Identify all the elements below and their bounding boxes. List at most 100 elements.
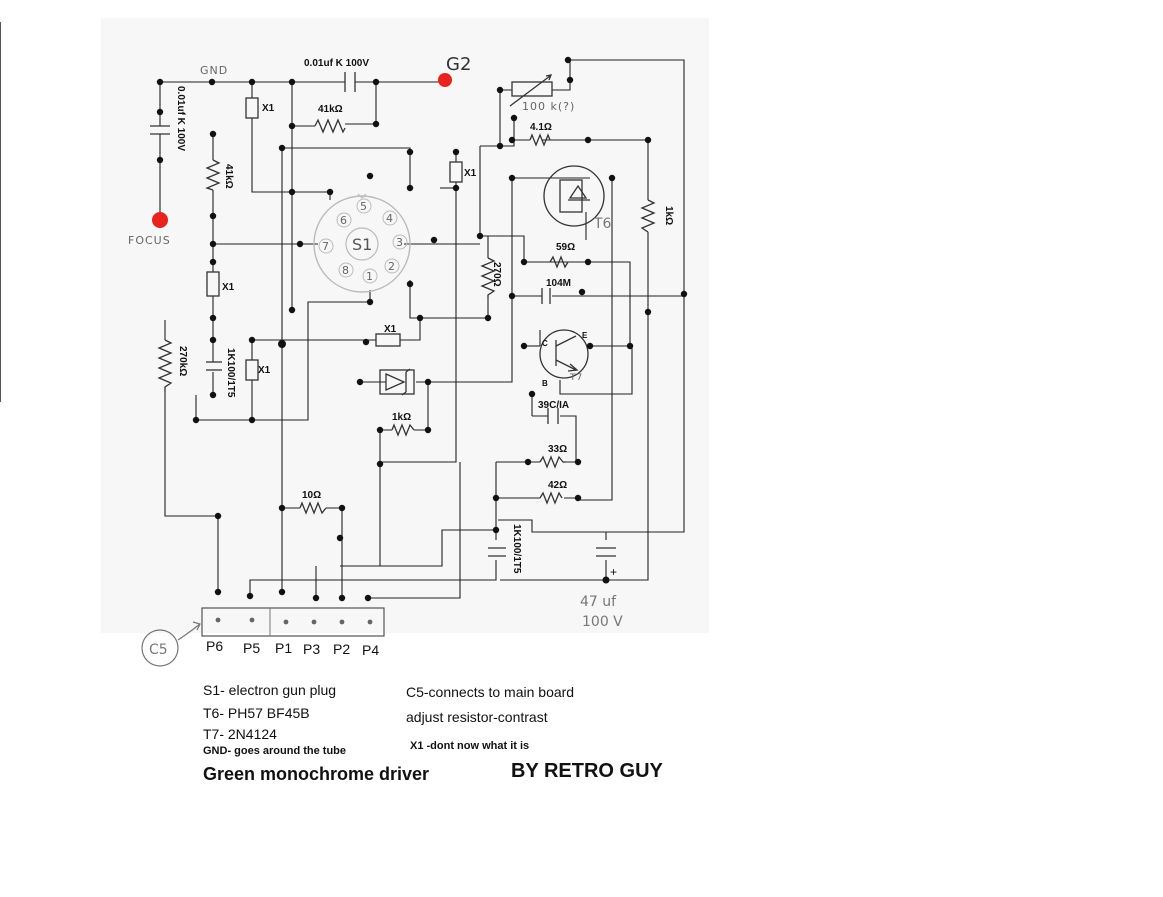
s1-label: S1: [352, 235, 372, 254]
r1k-mid-label: 1kΩ: [392, 412, 411, 423]
pin-p3: P3: [303, 641, 320, 657]
focus-marker: [152, 212, 168, 228]
wires: [159, 59, 685, 599]
cap-1k-left-label: 1K100/1T5: [225, 348, 236, 398]
pin-p2: P2: [333, 641, 350, 657]
connector-labels: P6 P5 P1 P3 P2 P4: [206, 638, 379, 658]
socket-pins: 5 4 3 2 1 8 7 6: [318, 198, 408, 284]
cap-47uf: [596, 547, 616, 557]
pin-p6: P6: [206, 638, 223, 654]
x1-label-top: X1: [262, 103, 275, 114]
c5-arrow-icon: [177, 621, 201, 641]
transistor-t7: [539, 329, 589, 379]
focus-label: FOCUS: [128, 234, 171, 247]
t7-e-label: E: [582, 331, 588, 340]
resistor-270: [480, 257, 496, 298]
socket-pin-2: 2: [388, 260, 396, 273]
resistor-270k: [157, 339, 173, 392]
cap-top-label: 0.01uf K 100V: [304, 58, 369, 69]
resistor-41k-top: [314, 118, 346, 134]
c5-label: C5: [149, 642, 168, 658]
r270k-label: 270kΩ: [177, 346, 188, 376]
x1-box-right: [449, 161, 463, 183]
x1-box-small: [245, 359, 259, 381]
r41-left-label: 41kΩ: [223, 164, 234, 189]
paper-sheet: [101, 18, 709, 633]
resistor-10: [299, 501, 327, 515]
socket-pin-5: 5: [360, 200, 368, 213]
x1-box-left: [206, 271, 220, 297]
resistor-1k-right: [640, 199, 656, 233]
x1-label-right: X1: [464, 168, 477, 179]
x1-box-top: [245, 97, 259, 119]
r42-label: 42Ω: [548, 480, 567, 491]
pin-p4: P4: [362, 642, 379, 658]
cap-47-plus: +: [610, 565, 617, 579]
cap-left-label: 0.01uf K 100V: [175, 86, 186, 151]
g2-marker: [438, 73, 452, 87]
cap-47-label: 47 uf: [580, 594, 617, 610]
resistor-59: [549, 255, 569, 269]
t7-label: T7: [569, 373, 583, 383]
x1-label-small: X1: [258, 365, 271, 376]
r10-label: 10Ω: [302, 490, 321, 501]
cap-39c: [547, 408, 559, 424]
t7-c-label: C: [542, 339, 548, 348]
socket-pin-7: 7: [322, 240, 330, 253]
cap-left: [150, 125, 170, 135]
connector-c5: [201, 607, 385, 637]
note-s1: S1- electron gun plug: [203, 682, 337, 698]
connector-holes: [215, 617, 373, 625]
c39-label: 39C/IA: [538, 400, 569, 411]
note-t7: T7- 2N4124: [203, 726, 277, 742]
author-credit: BY RETRO GUY: [511, 760, 663, 782]
cap-104m: [541, 288, 551, 304]
x1-label-left: X1: [222, 282, 235, 293]
gnd-label: GND: [200, 64, 228, 77]
socket-pin-1: 1: [366, 270, 374, 283]
socket-pin-3: 3: [396, 236, 404, 249]
cap-1k-left: [206, 361, 222, 371]
resistor-41k-left: [205, 159, 221, 191]
resistor-33: [539, 455, 566, 469]
pin-p5: P5: [243, 640, 260, 656]
pot-label: 100 k(?): [522, 100, 575, 113]
r1k-right-label: 1kΩ: [663, 206, 674, 225]
socket-s1: [313, 193, 411, 293]
cap-1k-right-label: 1K100/1T5: [511, 524, 522, 574]
resistor-4-1: [529, 133, 551, 147]
note-gnd: GND- goes around the tube: [203, 745, 346, 757]
r270-label: 270Ω: [491, 262, 502, 287]
cap-47v-label: 100 V: [582, 614, 623, 630]
r4-1-label: 4.1Ω: [530, 122, 552, 133]
r33-label: 33Ω: [548, 444, 567, 455]
x1-box-mid: [375, 333, 401, 347]
t7-b-label: B: [542, 379, 548, 388]
note-c5: C5-connects to main board: [406, 684, 575, 700]
note-t6: T6- PH57 BF45B: [203, 705, 310, 721]
g2-label: G2: [446, 54, 471, 75]
resistor-42: [539, 491, 563, 505]
socket-pin-4: 4: [386, 212, 394, 225]
cap-top: [344, 72, 356, 92]
note-adjust: adjust resistor-contrast: [406, 709, 548, 725]
junction-dots: [156, 56, 688, 602]
note-x1: X1 -dont now what it is: [410, 740, 530, 752]
socket-pin-6: 6: [340, 214, 348, 227]
scan-edge: [0, 22, 1, 402]
socket-pin-8: 8: [342, 264, 350, 277]
cap-1k-right: [488, 547, 506, 557]
pot-100k: [509, 74, 553, 107]
diagram-labels: GND G2 FOCUS 0.01uf K 100V 0.01uf K 100V…: [128, 54, 674, 658]
r59-label: 59Ω: [556, 242, 575, 253]
diode: [379, 368, 415, 396]
c5-circle: [141, 629, 179, 667]
t6-label: T6: [593, 216, 612, 232]
r41-top-label: 41kΩ: [318, 104, 343, 115]
pin-p1: P1: [275, 640, 292, 656]
resistor-1k-mid: [391, 423, 415, 437]
diagram-title: Green monochrome driver: [203, 764, 430, 784]
c104-label: 104M: [546, 278, 571, 289]
